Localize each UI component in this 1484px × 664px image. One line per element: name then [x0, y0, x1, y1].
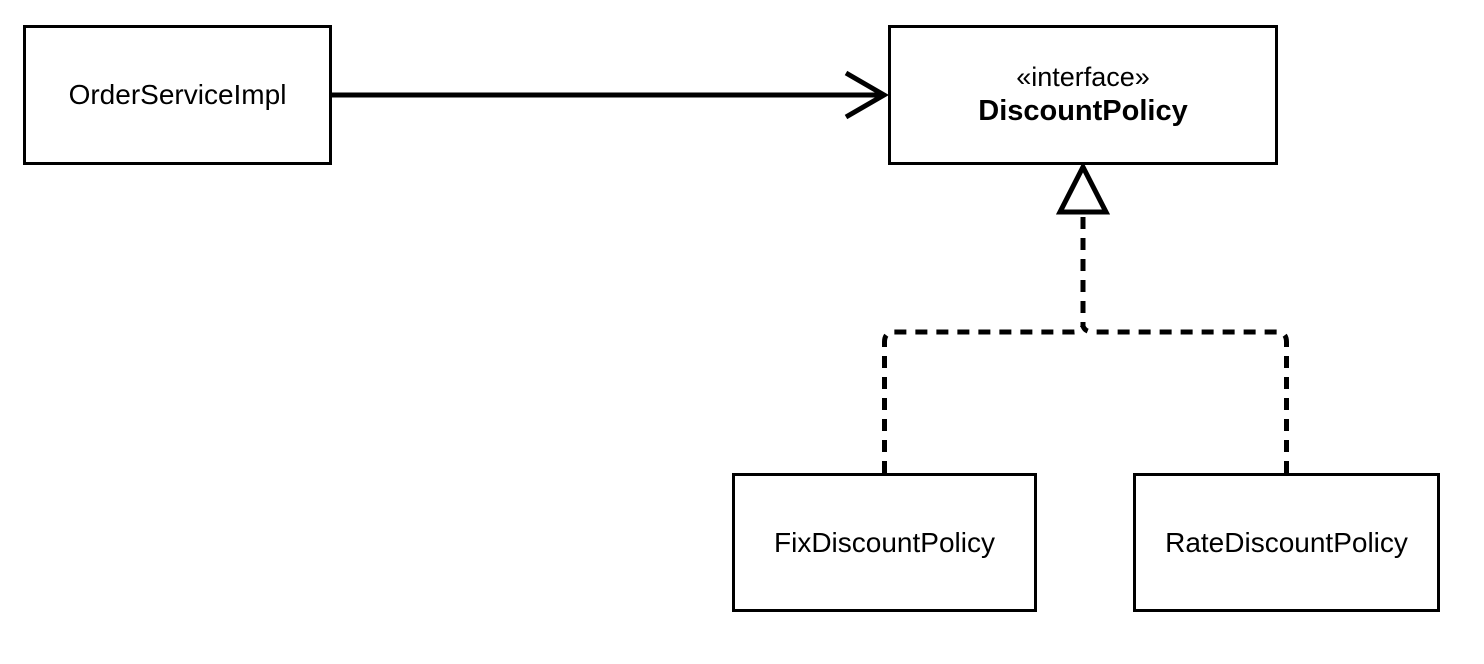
- interface-node-discount-policy: «interface» DiscountPolicy: [888, 25, 1278, 165]
- node-label: DiscountPolicy: [978, 95, 1188, 127]
- dependency-edge: [332, 70, 889, 120]
- class-node-fix-discount-policy: FixDiscountPolicy: [732, 473, 1037, 612]
- node-label: OrderServiceImpl: [68, 79, 287, 110]
- node-label: RateDiscountPolicy: [1165, 526, 1408, 558]
- hollow-triangle-arrowhead-icon: [1055, 161, 1111, 215]
- realization-branch-rate-dashed-line: [1080, 325, 1289, 473]
- open-arrowhead-icon: [844, 70, 889, 120]
- class-node-rate-discount-policy: RateDiscountPolicy: [1133, 473, 1440, 612]
- realization-branch-fix-dashed-line: [882, 325, 1086, 473]
- class-node-order-service-impl: OrderServiceImpl: [23, 25, 332, 165]
- realization-edges: [882, 161, 1289, 473]
- node-label: FixDiscountPolicy: [774, 526, 995, 558]
- node-stereotype: «interface»: [1016, 62, 1150, 92]
